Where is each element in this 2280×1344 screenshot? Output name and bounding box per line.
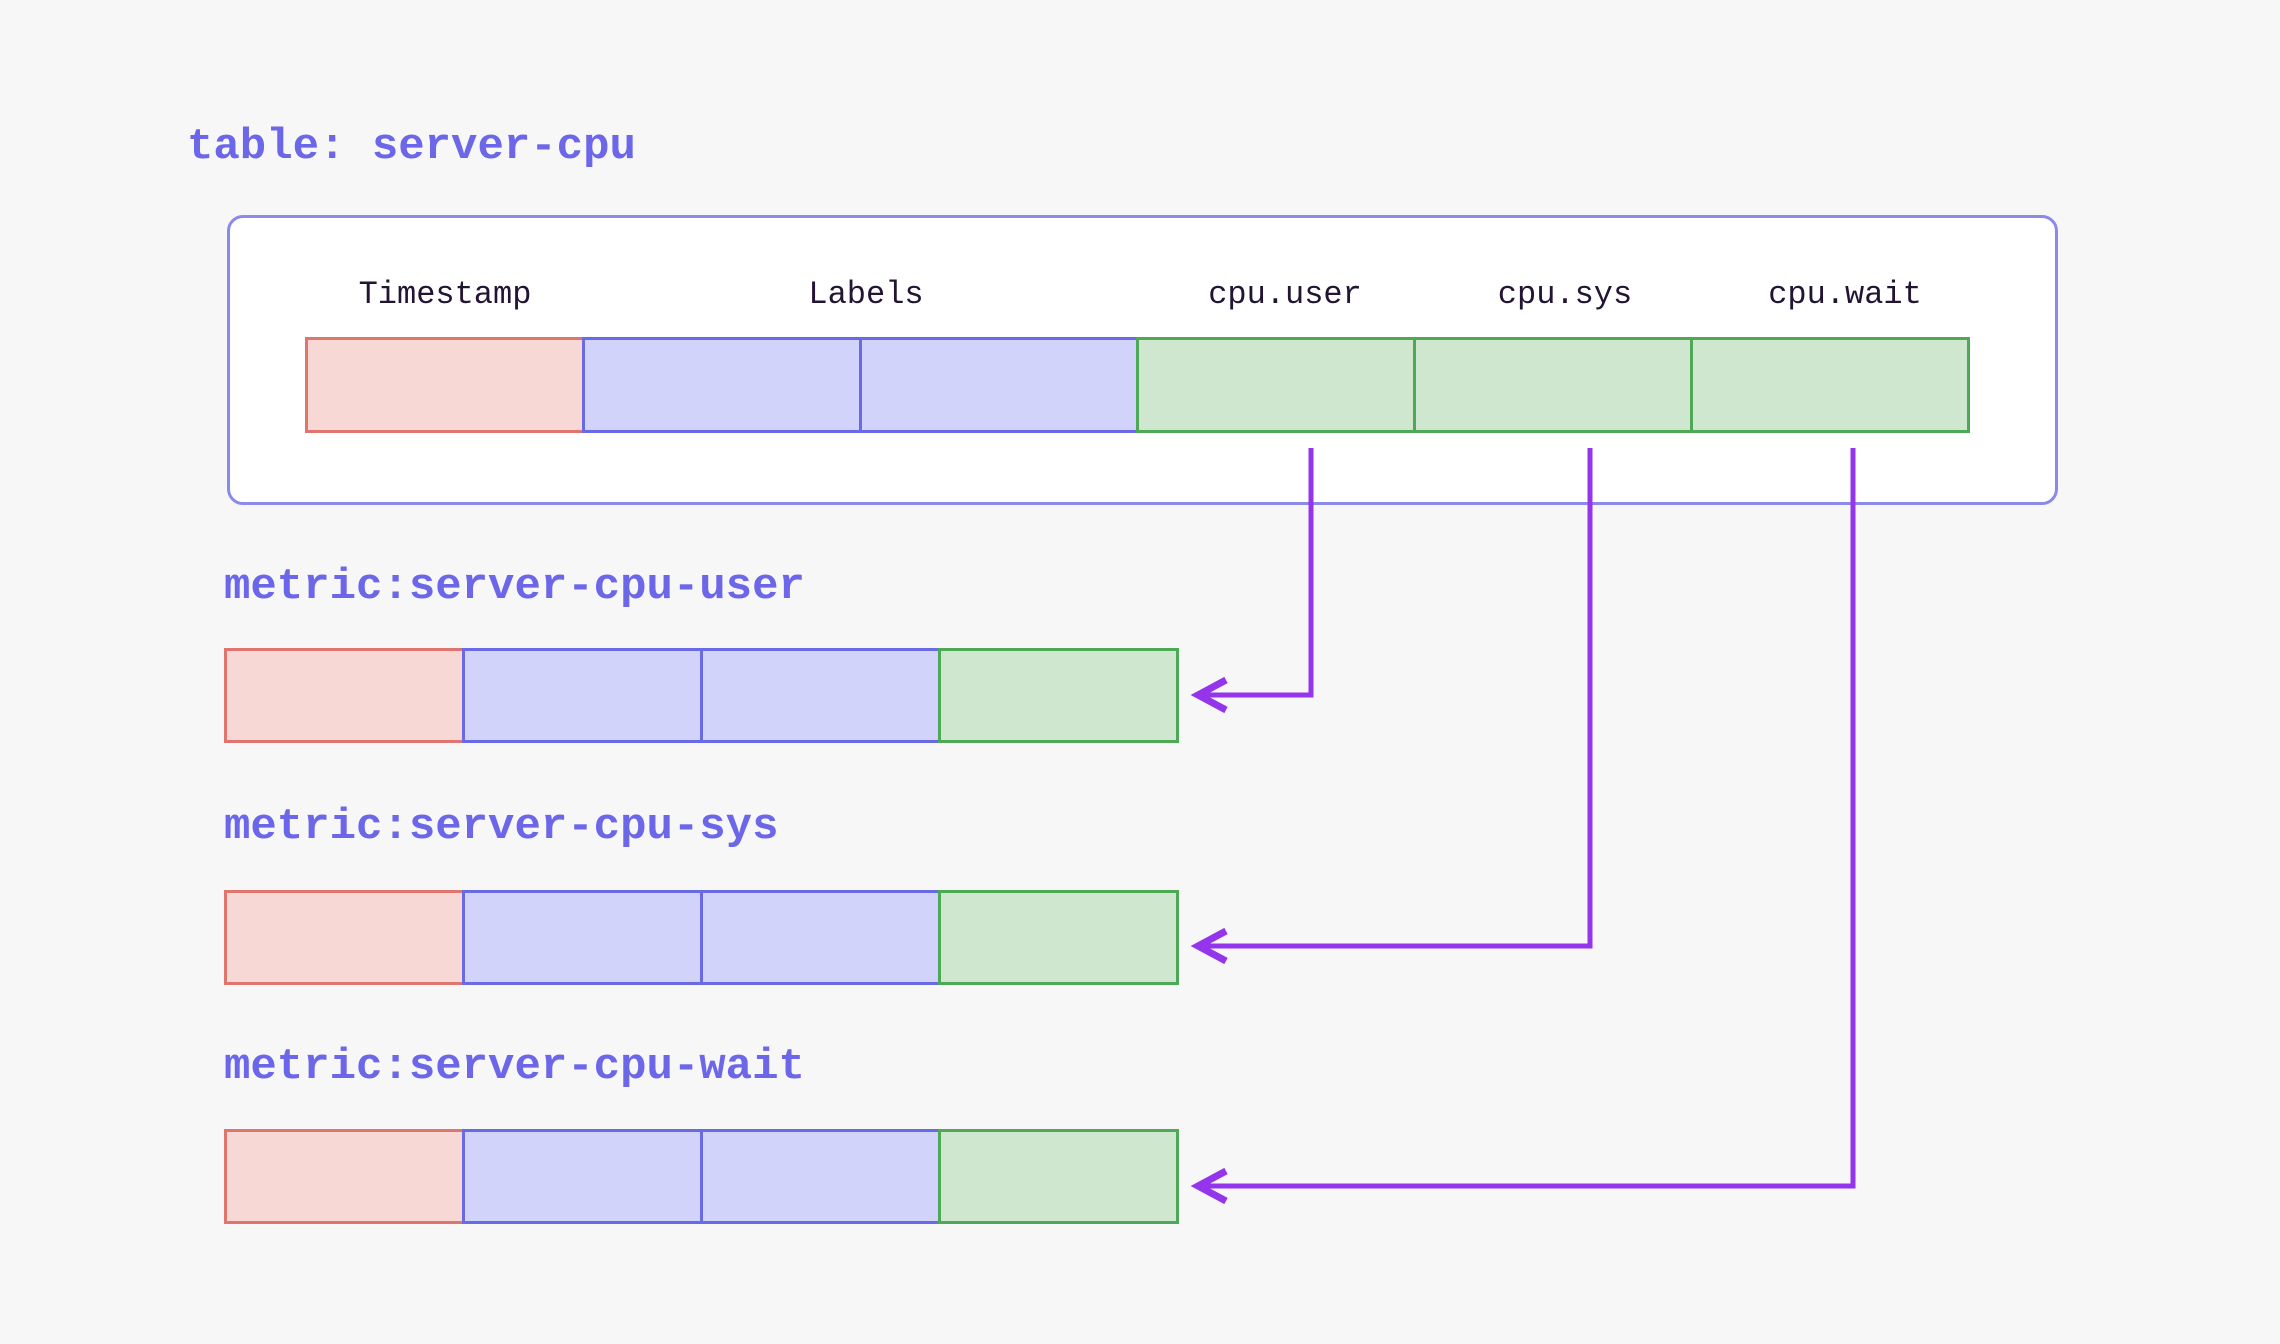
timestamp-cell — [305, 337, 585, 433]
arrow-cpu-sys-to-metric-icon — [1190, 448, 1593, 965]
cpu-sys-cell — [1413, 337, 1693, 433]
labels-cell — [462, 1129, 703, 1224]
metric-label-cpu-user: metric:server-cpu-user — [224, 562, 805, 612]
labels-cell — [462, 890, 703, 985]
table-row — [305, 337, 1970, 433]
value-cell — [938, 648, 1179, 743]
column-header-cpu-user: cpu.user — [1208, 276, 1362, 313]
labels-cell — [462, 648, 703, 743]
timestamp-cell — [224, 648, 465, 743]
value-cell — [938, 1129, 1179, 1224]
labels-cell — [859, 337, 1139, 433]
labels-cell — [700, 648, 941, 743]
metric-label-cpu-wait: metric:server-cpu-wait — [224, 1042, 805, 1092]
cpu-wait-cell — [1690, 337, 1970, 433]
timestamp-cell — [224, 1129, 465, 1224]
arrow-cpu-wait-to-metric-icon — [1190, 448, 1856, 1205]
labels-cell — [700, 1129, 941, 1224]
metric-row-cpu-sys — [224, 890, 1179, 985]
column-header-cpu-sys: cpu.sys — [1497, 276, 1633, 313]
cpu-user-cell — [1136, 337, 1416, 433]
labels-cell — [582, 337, 862, 433]
value-cell — [938, 890, 1179, 985]
column-header-labels: Labels — [808, 276, 924, 313]
timestamp-cell — [224, 890, 465, 985]
metric-row-cpu-wait — [224, 1129, 1179, 1224]
labels-cell — [700, 890, 941, 985]
metric-label-cpu-sys: metric:server-cpu-sys — [224, 802, 779, 852]
column-header-timestamp: Timestamp — [358, 276, 532, 313]
column-header-cpu-wait: cpu.wait — [1768, 276, 1922, 313]
table-title: table: server-cpu — [187, 122, 636, 172]
metric-row-cpu-user — [224, 648, 1179, 743]
